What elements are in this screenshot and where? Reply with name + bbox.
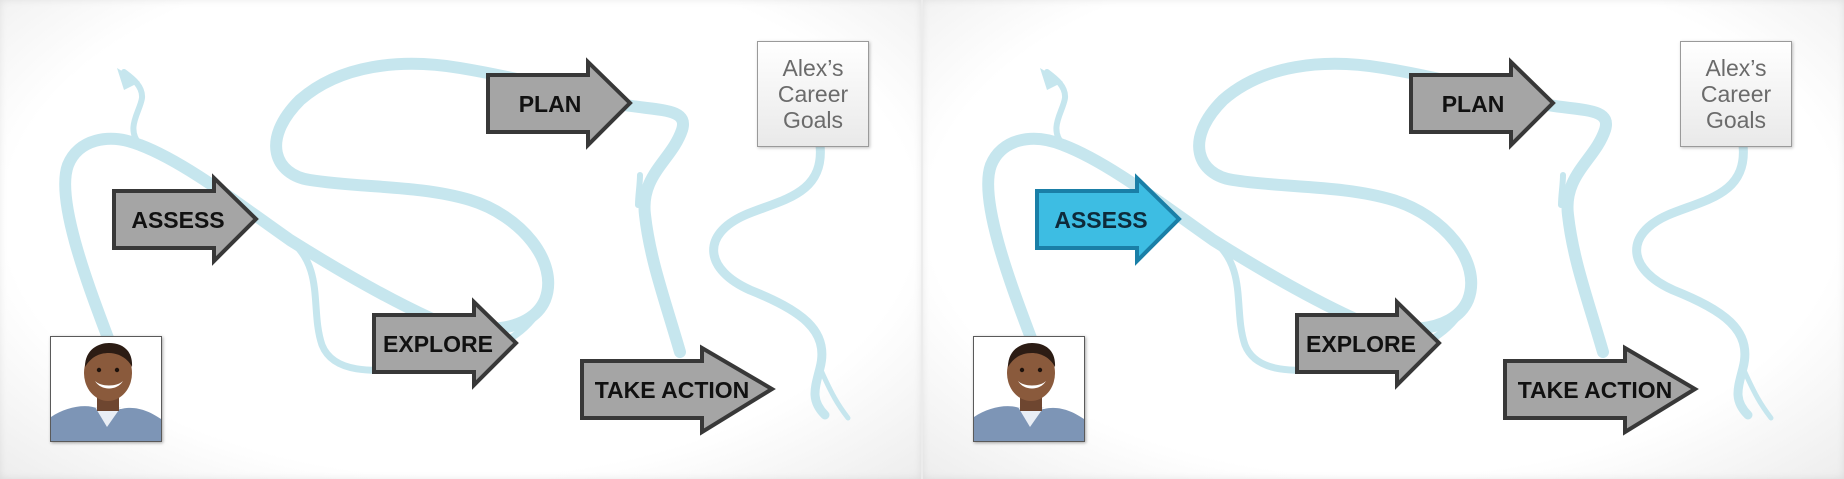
- career-goals-box: Alex’s Career Goals: [1680, 41, 1792, 147]
- step-arrow-assess-active[interactable]: ASSESS: [1035, 173, 1182, 266]
- step-arrow-explore[interactable]: EXPLORE: [372, 297, 519, 390]
- step-arrow-take-action[interactable]: TAKE ACTION: [1503, 344, 1699, 436]
- career-path-panel-right: PLAN ASSESS EXPLORE TAKE ACTION Alex’s C…: [923, 0, 1844, 479]
- step-arrow-plan[interactable]: PLAN: [1409, 57, 1556, 150]
- path-start-arrowhead: [117, 68, 140, 90]
- step-arrow-assess[interactable]: ASSESS: [112, 173, 259, 266]
- step-arrow-label: EXPLORE: [383, 331, 493, 357]
- winding-path: PLAN ASSESS EXPLORE TAKE ACTION: [982, 57, 1774, 436]
- step-arrow-label: EXPLORE: [1306, 331, 1416, 357]
- step-arrow-label: PLAN: [519, 91, 582, 117]
- career-goals-text: Alex’s Career Goals: [1700, 55, 1772, 133]
- career-goals-text: Alex’s Career Goals: [777, 55, 849, 133]
- step-arrow-label: ASSESS: [131, 207, 224, 233]
- career-goals-box: Alex’s Career Goals: [757, 41, 869, 147]
- winding-path: PLAN ASSESS EXPLORE TAKE ACTION: [59, 57, 851, 436]
- step-arrow-label: TAKE ACTION: [595, 377, 750, 403]
- person-photo: [973, 336, 1085, 442]
- person-photo: [50, 336, 162, 442]
- career-path-panel-left: PLAN ASSESS EXPLORE TAKE ACTION Alex’s C…: [0, 0, 921, 479]
- step-arrow-label: TAKE ACTION: [1518, 377, 1673, 403]
- step-arrow-plan[interactable]: PLAN: [486, 57, 633, 150]
- step-arrow-explore[interactable]: EXPLORE: [1295, 297, 1442, 390]
- path-start-arrowhead: [1040, 68, 1063, 90]
- step-arrow-take-action[interactable]: TAKE ACTION: [580, 344, 776, 436]
- step-arrow-label: ASSESS: [1054, 207, 1147, 233]
- step-arrow-label: PLAN: [1442, 91, 1505, 117]
